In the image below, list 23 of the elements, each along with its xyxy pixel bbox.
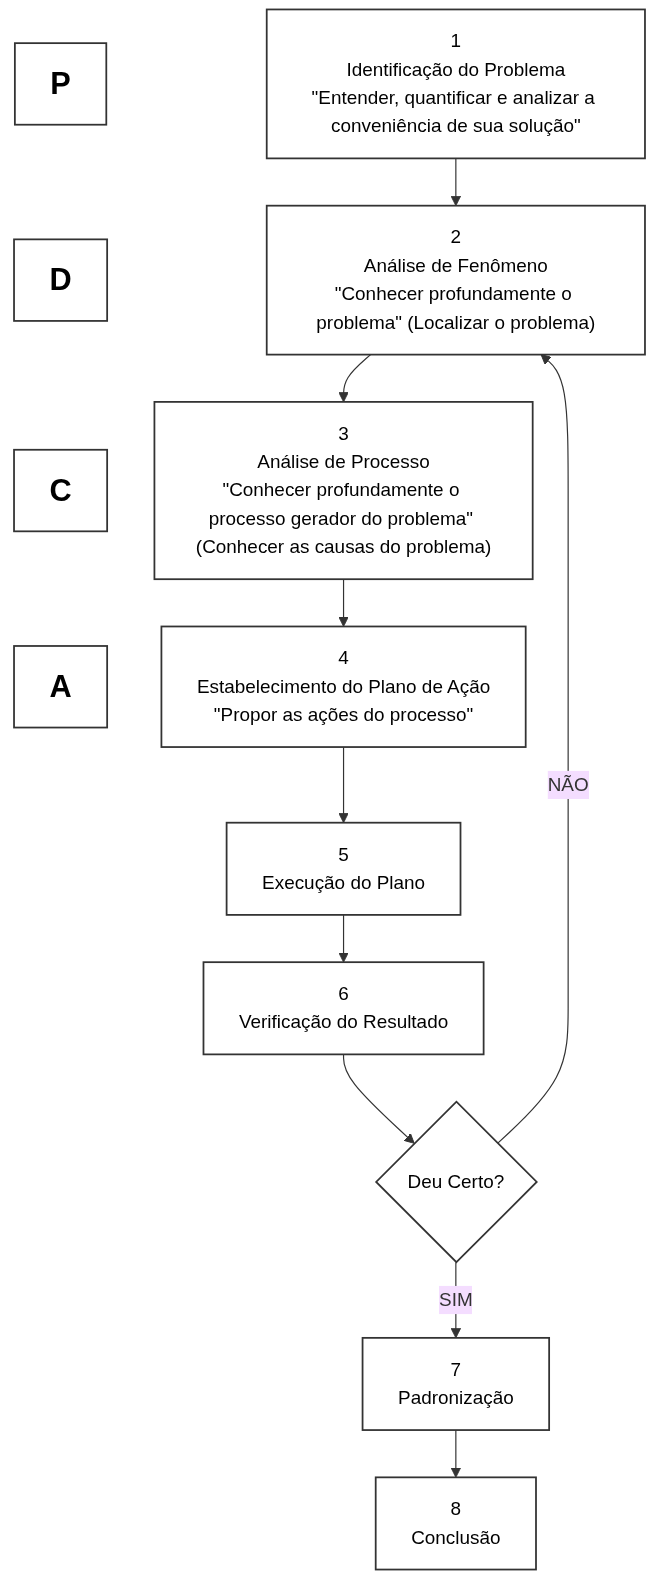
node-box: 4 Estabelecimento do Plano de Ação "Propor as ações do processo" [160,625,527,748]
node-box: 7 Padronização [361,1336,551,1431]
arrow [342,1053,415,1144]
node-box: D [13,238,109,322]
arrow [450,157,462,207]
node-box: A [13,645,109,729]
arrow [338,578,349,627]
arrow [338,746,349,824]
node-box: P [14,42,108,126]
arrow [496,354,569,1144]
node-box: 2 Análise de Fenômeno "Conhecer profundamente o problema" (Localizar o problema) [265,204,646,356]
node-box: 6 Verificação do Resultado [202,961,485,1056]
arrow [338,914,349,963]
edge-label: SIM [439,1289,473,1310]
arrow [338,354,372,403]
node-box: C [13,448,109,533]
node-diamond: Deu Certo? [374,1100,538,1264]
arrow [450,1429,462,1478]
node-box: 8 Conclusão [374,1476,537,1571]
edge-label: NÃO [547,774,589,795]
node-box: 5 Execução do Plano [225,821,462,916]
node-box: 1 Identificação do Problema "Entender, quantificar e analizar a conveniência de sua solução" [265,8,646,160]
node-box: 3 Análise de Processo "Conhecer profundamente o processo gerador do problema" (Conhecer as causas do problema) [153,401,534,581]
